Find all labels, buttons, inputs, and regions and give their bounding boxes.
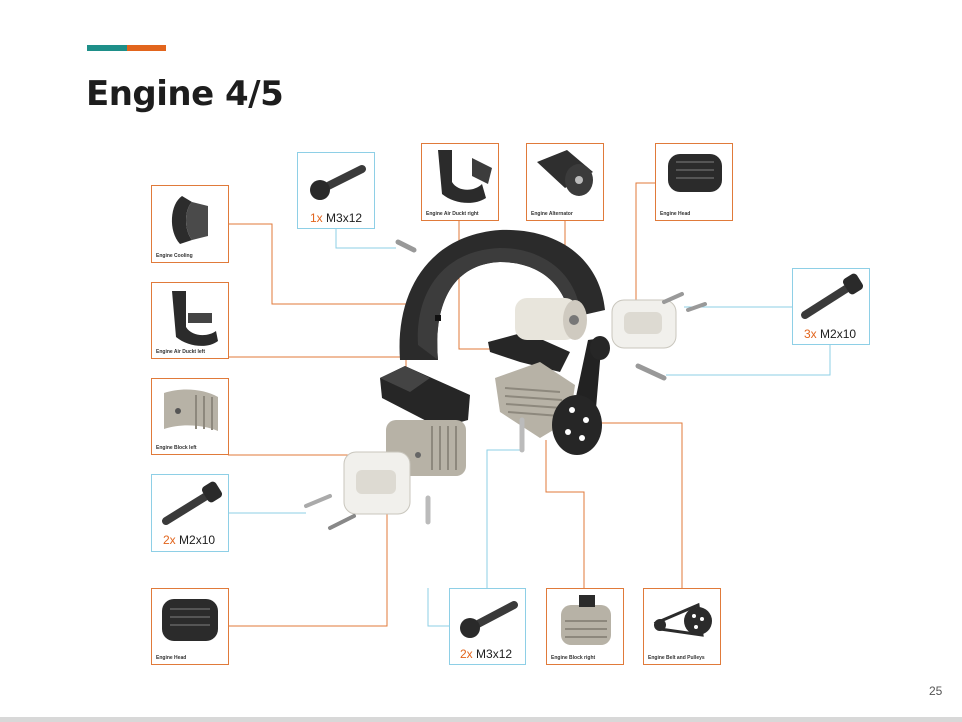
screw-qty-top: 1x <box>310 211 323 225</box>
part-card-air-duct-left: Engine Air Duckt left <box>151 282 229 359</box>
part-label-air-duct-right: Engine Air Duckt right <box>426 211 479 217</box>
screw-card-top: 1x M3x12 <box>297 152 375 229</box>
screw-qty-left: 2x <box>163 533 176 547</box>
engine-cooling-icon <box>171 196 208 244</box>
air-duct-left-icon <box>380 366 470 428</box>
title-accent-teal <box>87 45 127 51</box>
page-title: Engine 4/5 <box>86 74 284 114</box>
screw-card-right: 3x M2x10 <box>792 268 870 345</box>
part-label-head-right: Engine Head <box>660 211 691 217</box>
block-left-card-icon <box>164 389 218 431</box>
part-label-block-right: Engine Block right <box>551 655 596 661</box>
bottom-rule <box>0 717 962 722</box>
leader-block-right <box>545 440 585 588</box>
belt-pulleys-card-icon <box>653 602 712 637</box>
screw-label-left: 2x M2x10 <box>163 533 215 547</box>
leader-screw-bottom-b <box>427 588 450 627</box>
air-duct-right-icon <box>488 332 570 372</box>
part-label-belt-pulleys: Engine Belt and Pulleys <box>648 655 705 661</box>
part-card-block-left: Engine Block left <box>151 378 229 455</box>
title-accent-orange <box>127 45 166 51</box>
leader-screw-right-b <box>666 344 831 376</box>
part-label-block-left: Engine Block left <box>156 445 197 451</box>
air-duct-right-card-icon <box>438 150 492 203</box>
screw-card-left: 2x M2x10 <box>151 474 229 552</box>
leader-head-left <box>228 498 388 627</box>
screw-m2x10-icon <box>162 481 223 525</box>
part-card-head-right: Engine Head <box>655 143 733 221</box>
leader-screw-bottom-a <box>486 449 522 588</box>
block-right-card-icon <box>561 595 611 645</box>
screw-label-right: 3x M2x10 <box>804 327 856 341</box>
screw-qty-right: 3x <box>804 327 817 341</box>
screw-m2x10-right-icon <box>801 273 864 319</box>
screw-qty-bottom: 2x <box>460 647 473 661</box>
part-card-alternator: Engine Alternator <box>526 143 604 221</box>
part-label-engine-cooling: Engine Cooling <box>156 253 193 259</box>
leader-head-right <box>635 182 655 318</box>
leader-belt-pulleys <box>588 422 683 588</box>
part-card-block-right: Engine Block right <box>546 588 624 665</box>
screw-m3x12-bottom-icon <box>460 601 518 638</box>
part-label-air-duct-left: Engine Air Duckt left <box>156 349 205 355</box>
screw-spec-bottom: M3x12 <box>476 647 513 661</box>
page-number: 25 <box>929 684 943 698</box>
engine-cooling-shroud-icon <box>399 229 605 360</box>
screw-spec-right: M2x10 <box>820 327 857 341</box>
loose-screws-icon <box>304 239 707 530</box>
engine-head-right-icon <box>611 299 677 349</box>
leader-engine-cooling <box>228 223 422 305</box>
part-label-head-left: Engine Head <box>156 655 187 661</box>
belt-pulleys-icon <box>552 336 610 455</box>
air-duct-left-card-icon <box>172 291 218 346</box>
engine-head-left-icon <box>343 451 411 515</box>
screw-label-bottom: 2x M3x12 <box>460 647 512 661</box>
leader-screw-top <box>335 221 396 249</box>
screw-label-top: 1x M3x12 <box>310 211 362 225</box>
screw-spec-top: M3x12 <box>326 211 363 225</box>
screw-m3x12-top-icon <box>310 165 366 200</box>
part-label-alternator: Engine Alternator <box>531 211 573 217</box>
part-card-engine-cooling: Engine Cooling <box>151 185 229 263</box>
part-card-air-duct-right: Engine Air Duckt right <box>421 143 499 221</box>
part-card-head-left: Engine Head <box>151 588 229 665</box>
screw-spec-left: M2x10 <box>179 533 216 547</box>
alternator-icon <box>515 298 587 340</box>
screw-card-bottom: 2x M3x12 <box>449 588 526 665</box>
alternator-card-icon <box>537 150 593 196</box>
head-right-card-icon <box>668 154 722 192</box>
part-card-belt-pulleys: Engine Belt and Pulleys <box>643 588 721 665</box>
head-left-card-icon <box>162 599 218 641</box>
